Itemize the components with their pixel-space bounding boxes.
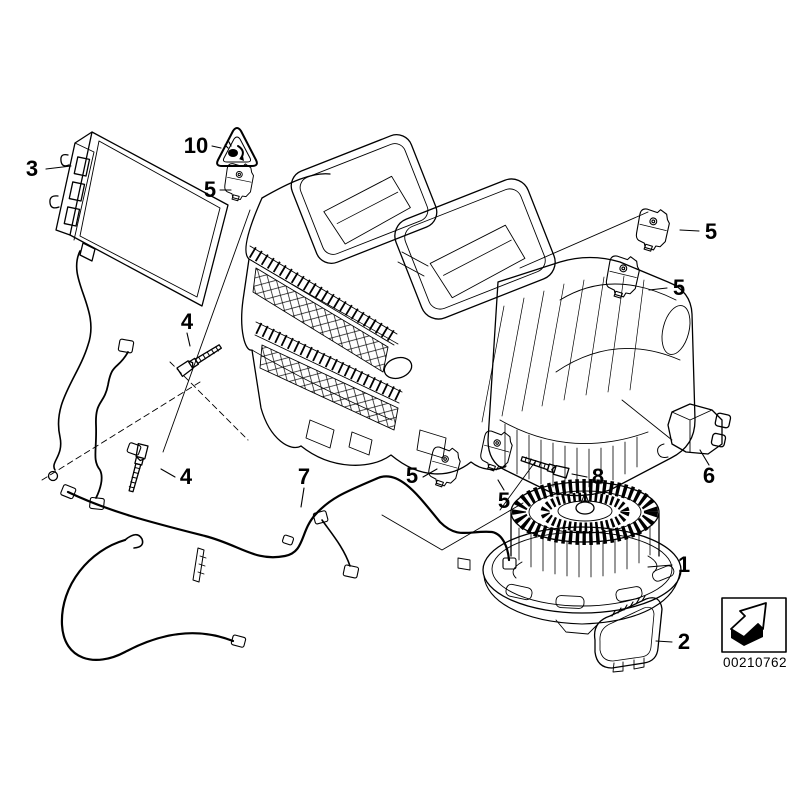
hvac-housing <box>241 134 696 497</box>
callout-label-5-7: 5 <box>497 488 511 513</box>
temperature-sensors <box>128 344 570 493</box>
wiring-harness <box>60 338 517 661</box>
callout-label-2-13: 2 <box>677 629 691 654</box>
direction-arrow-icon <box>730 602 767 646</box>
callout-leader-lines <box>45 145 710 643</box>
callout-label-4-4: 4 <box>179 464 193 489</box>
callout-label-7-5: 7 <box>297 464 311 489</box>
diagram-id-number: 00210762 <box>722 655 788 670</box>
diagram-id-box <box>721 597 787 653</box>
actuator-motors <box>224 163 670 488</box>
callout-label-5-2: 5 <box>203 177 217 202</box>
callout-label-1-12: 1 <box>677 552 691 577</box>
reference-lines <box>41 209 673 551</box>
callout-label-6-9: 6 <box>702 463 716 488</box>
warning-triangle-icon <box>216 127 258 167</box>
aux-valve-motor <box>657 403 732 458</box>
callout-label-5-10: 5 <box>704 219 718 244</box>
callout-label-10-1: 10 <box>183 133 209 158</box>
blower-resistor <box>593 595 663 673</box>
callout-label-5-6: 5 <box>405 463 419 488</box>
blower-motor <box>457 479 682 635</box>
callout-label-8-8: 8 <box>591 464 605 489</box>
heater-core <box>47 131 229 482</box>
callout-label-4-3: 4 <box>180 309 194 334</box>
callout-label-5-11: 5 <box>672 275 686 300</box>
callout-label-3-0: 3 <box>25 156 39 181</box>
